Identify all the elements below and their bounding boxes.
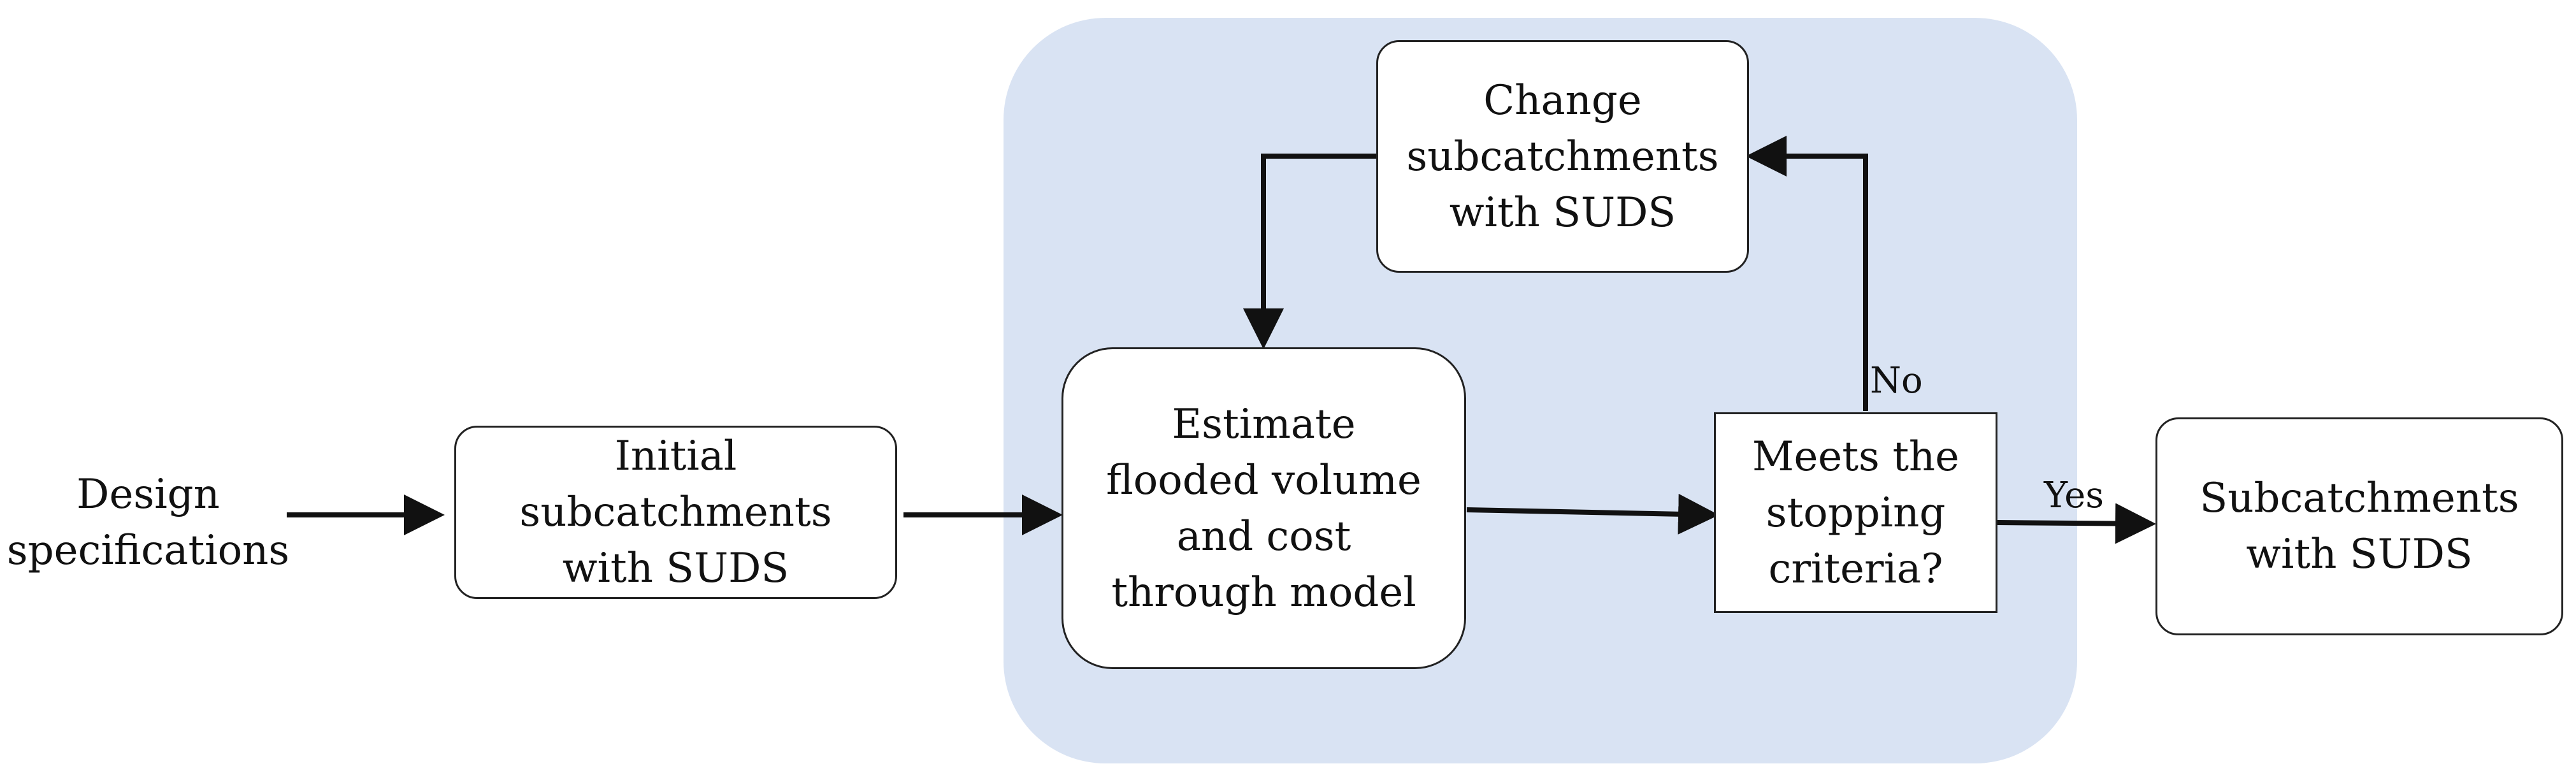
meets-stopping-criteria-box: Meets the stopping criteria? xyxy=(1714,412,1997,613)
design-specifications-label: Design specifications xyxy=(6,471,290,574)
initial-subcatchments-box: Initial subcatchments with SUDS xyxy=(454,426,897,599)
arrow-criteria-no-to-change xyxy=(1746,136,1868,411)
arrow-change-to-estimate xyxy=(1243,154,1376,349)
change-subcatchments-box: Change subcatchments with SUDS xyxy=(1376,40,1749,273)
arrow-estimate-to-criteria xyxy=(1466,493,1719,535)
edge-label-yes: Yes xyxy=(2044,475,2104,516)
arrow-criteria-yes-to-output xyxy=(1997,503,2156,544)
subcatchments-with-suds-box: Subcatchments with SUDS xyxy=(2155,417,2563,635)
edge-label-no: No xyxy=(1870,360,1923,401)
estimate-flooded-volume-box: Estimate flooded volume and cost through… xyxy=(1061,347,1466,669)
